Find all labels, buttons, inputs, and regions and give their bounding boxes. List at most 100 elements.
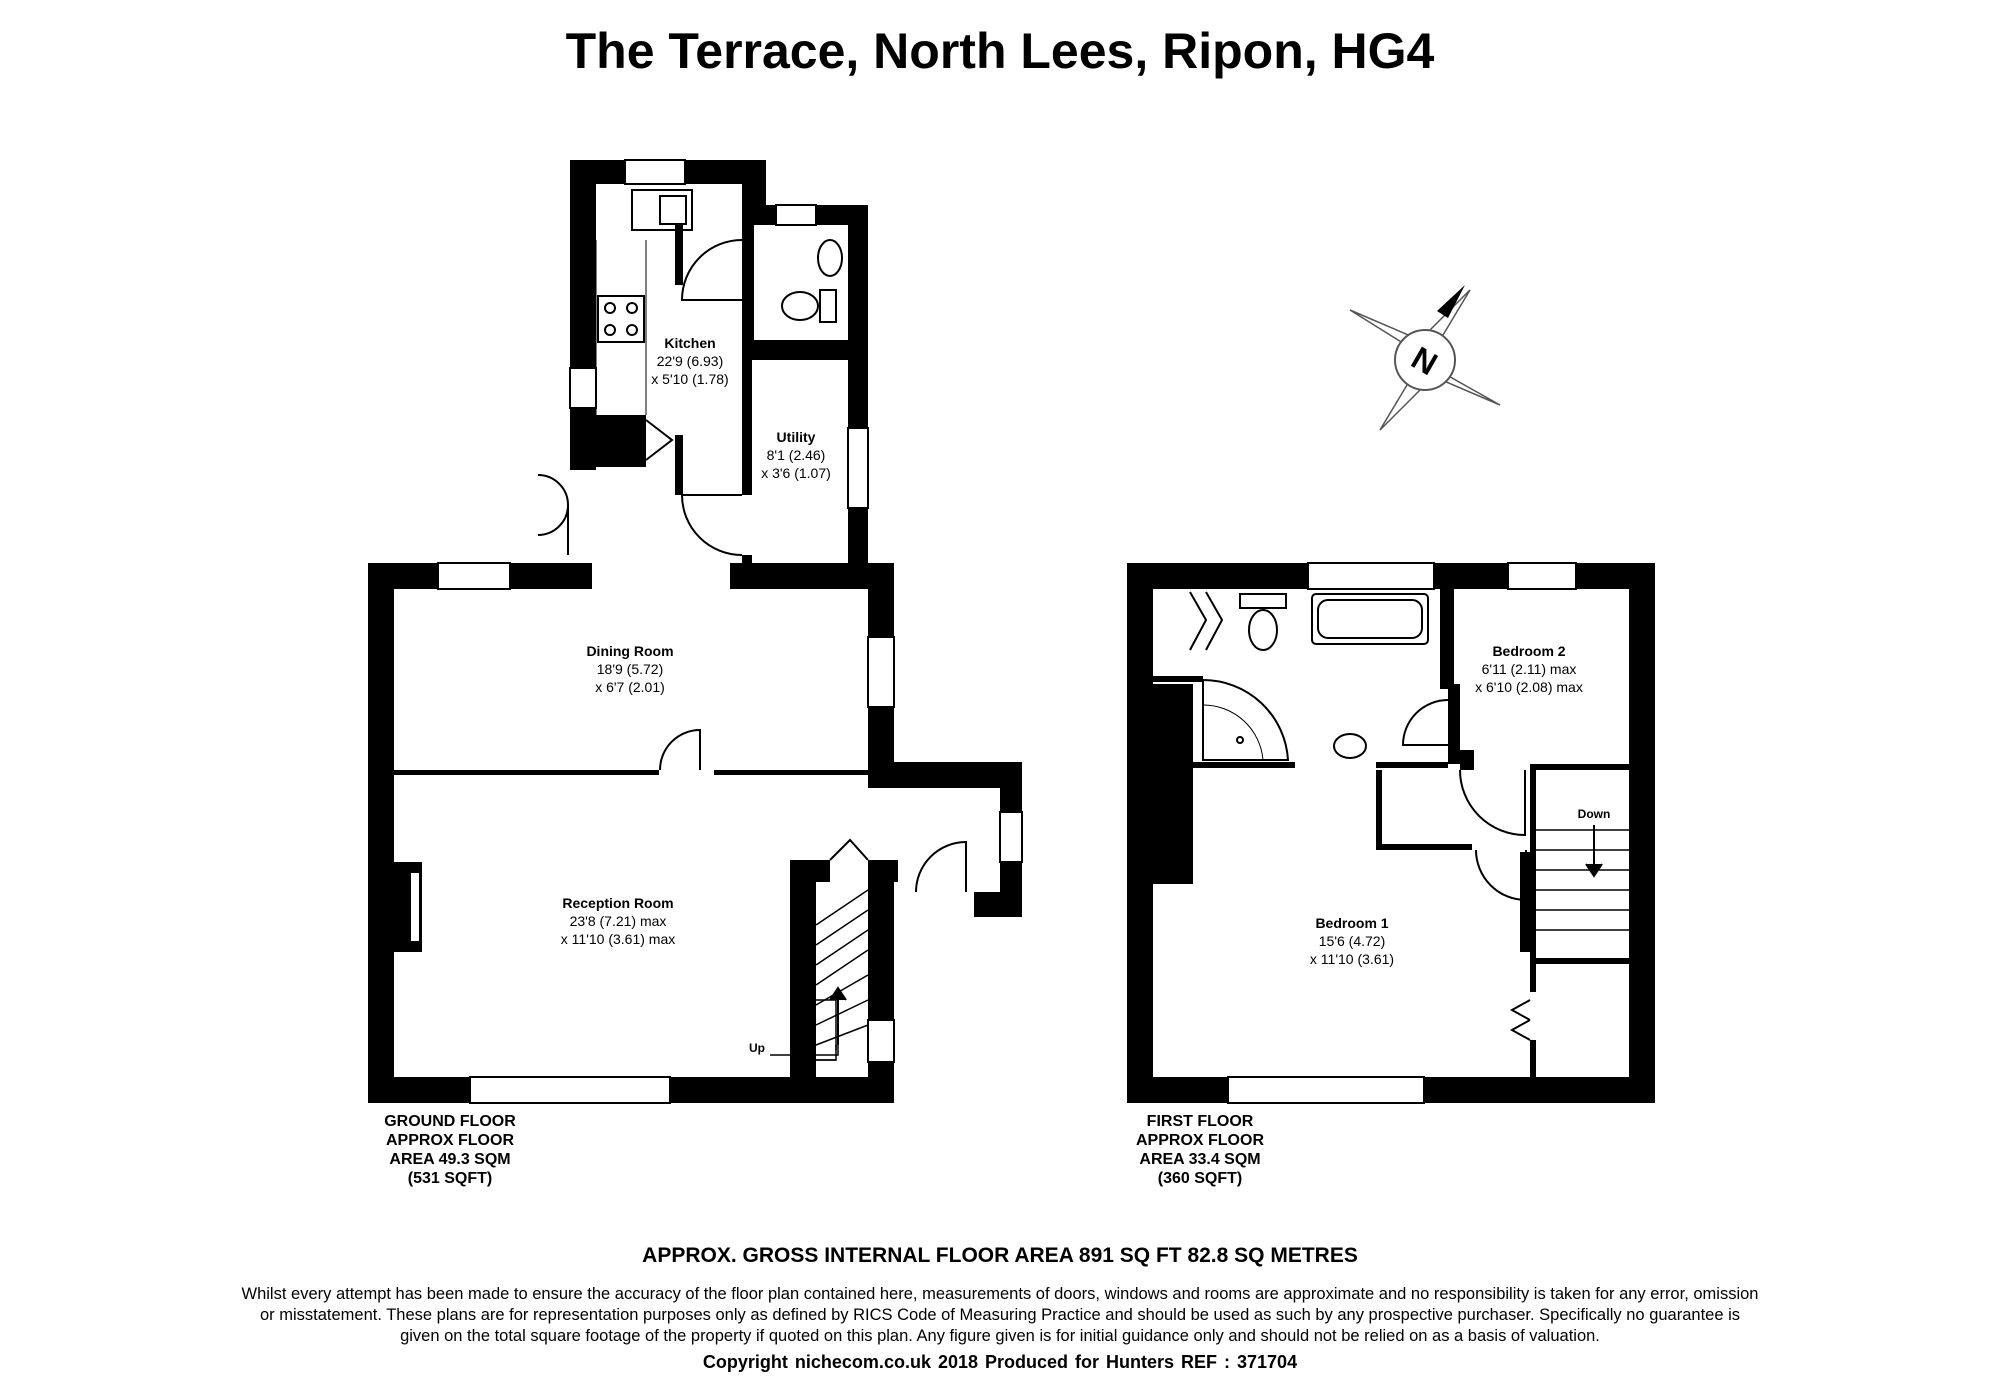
window (1227, 1076, 1425, 1104)
first-floor-fittings (1189, 591, 1630, 1041)
ground-floor-fittings (537, 189, 967, 1061)
wall (1530, 1040, 1536, 1080)
toilet (1248, 609, 1278, 651)
wall (1460, 750, 1474, 770)
french-door (537, 474, 569, 555)
copyright-line: Copyright nichecom.co.uk 2018 Produced f… (702, 1352, 1298, 1372)
bedroom1-name: Bedroom 1 (1315, 915, 1388, 931)
wall (742, 340, 868, 360)
kitchen-dim1: 22'9 (6.93) (657, 353, 724, 369)
bedroom1-dim1: 15'6 (4.72) (1319, 933, 1386, 949)
window (775, 204, 817, 226)
wall (675, 435, 683, 495)
window (569, 367, 597, 409)
stairs-down-label: Down (1578, 807, 1611, 821)
wall (790, 860, 830, 882)
window (847, 427, 869, 509)
hob (597, 295, 645, 343)
window (867, 1019, 895, 1063)
wall (675, 225, 683, 285)
first-floor-area: FIRST FLOOR APPROX FLOOR AREA 33.4 SQM (… (1135, 1113, 1264, 1187)
basin (817, 239, 843, 277)
window (624, 159, 686, 185)
wall (742, 225, 754, 355)
utility-dim1: 8'1 (2.46) (767, 447, 826, 463)
door-swing (1401, 699, 1449, 746)
wall (868, 860, 898, 882)
door-swing (659, 728, 701, 771)
dining-name: Dining Room (586, 643, 673, 659)
staircase (815, 889, 869, 1046)
utility-dim2: x 3'6 (1.07) (761, 465, 831, 481)
window (469, 1076, 671, 1104)
wall (570, 160, 596, 470)
wall (974, 892, 1022, 917)
cupboard (596, 415, 646, 467)
wall (394, 770, 659, 775)
wall (790, 860, 816, 1090)
ground-floor-plan (368, 160, 1022, 1103)
door-swing (1475, 849, 1527, 902)
window (999, 811, 1023, 863)
wall (1440, 589, 1454, 689)
bedroom2-dim1: 6'11 (2.11) max (1482, 661, 1577, 677)
reception-dim2: x 11'10 (3.61) max (561, 931, 675, 947)
door-swing (829, 838, 869, 861)
north-pointer-icon (1437, 285, 1465, 318)
door-swing (645, 419, 674, 461)
ground-floor-windows (409, 159, 1023, 1104)
reception-dim1: 23'8 (7.21) max (570, 913, 667, 929)
wall (1530, 768, 1536, 958)
wall (742, 160, 766, 210)
gross-floor-area: APPROX. GROSS INTERNAL FLOOR AREA 891 SQ… (642, 1244, 1358, 1267)
wall (714, 770, 874, 775)
door-swing (1459, 769, 1526, 837)
wall (1629, 563, 1655, 1103)
disclaimer-text: Whilst every attempt has been made to en… (241, 1285, 1759, 1345)
stairs-up-label: Up (749, 1041, 765, 1055)
bath (1311, 593, 1429, 645)
chimney-breast (1153, 684, 1193, 884)
ground-floor-area: GROUND FLOOR APPROX FLOOR AREA 49.3 SQM … (384, 1113, 516, 1187)
wall (1127, 563, 1153, 1103)
utility-name: Utility (777, 429, 816, 445)
wall (1520, 852, 1530, 952)
wall (742, 355, 752, 495)
window (867, 636, 895, 708)
wall (848, 205, 868, 565)
bedroom2-name: Bedroom 2 (1492, 643, 1565, 659)
wall (1530, 958, 1630, 964)
door-swing (915, 840, 967, 893)
wall (1376, 770, 1382, 850)
toilet (781, 291, 819, 321)
door-swing (680, 239, 743, 301)
wall (868, 860, 894, 1103)
door-swing (680, 494, 743, 556)
compass-rose: N (1349, 285, 1501, 431)
wall (1448, 684, 1460, 764)
wall (1530, 764, 1630, 770)
sink (631, 189, 693, 231)
bedroom2-dim2: x 6'10 (2.08) max (1475, 679, 1583, 695)
wall (1376, 762, 1448, 768)
reception-name: Reception Room (562, 895, 673, 911)
shower (1202, 678, 1290, 761)
page-title: The Terrace, North Lees, Ripon, HG4 (565, 23, 1435, 79)
wall (1153, 676, 1203, 682)
room-labels: Kitchen 22'9 (6.93) x 5'10 (1.78) Utilit… (561, 335, 1611, 1055)
wall (868, 762, 1018, 788)
staircase (1536, 829, 1630, 931)
window (437, 562, 511, 590)
sink-bowl (659, 195, 687, 225)
kitchen-name: Kitchen (664, 335, 715, 351)
window (409, 871, 421, 943)
cupboard-doors (1509, 999, 1531, 1041)
dining-dim1: 18'9 (5.72) (597, 661, 664, 677)
wall (368, 563, 394, 1103)
wall (1530, 962, 1536, 992)
cistern (1239, 593, 1287, 609)
wall (1153, 762, 1295, 768)
cupboard-doors (1189, 591, 1224, 651)
basin (1333, 733, 1367, 759)
